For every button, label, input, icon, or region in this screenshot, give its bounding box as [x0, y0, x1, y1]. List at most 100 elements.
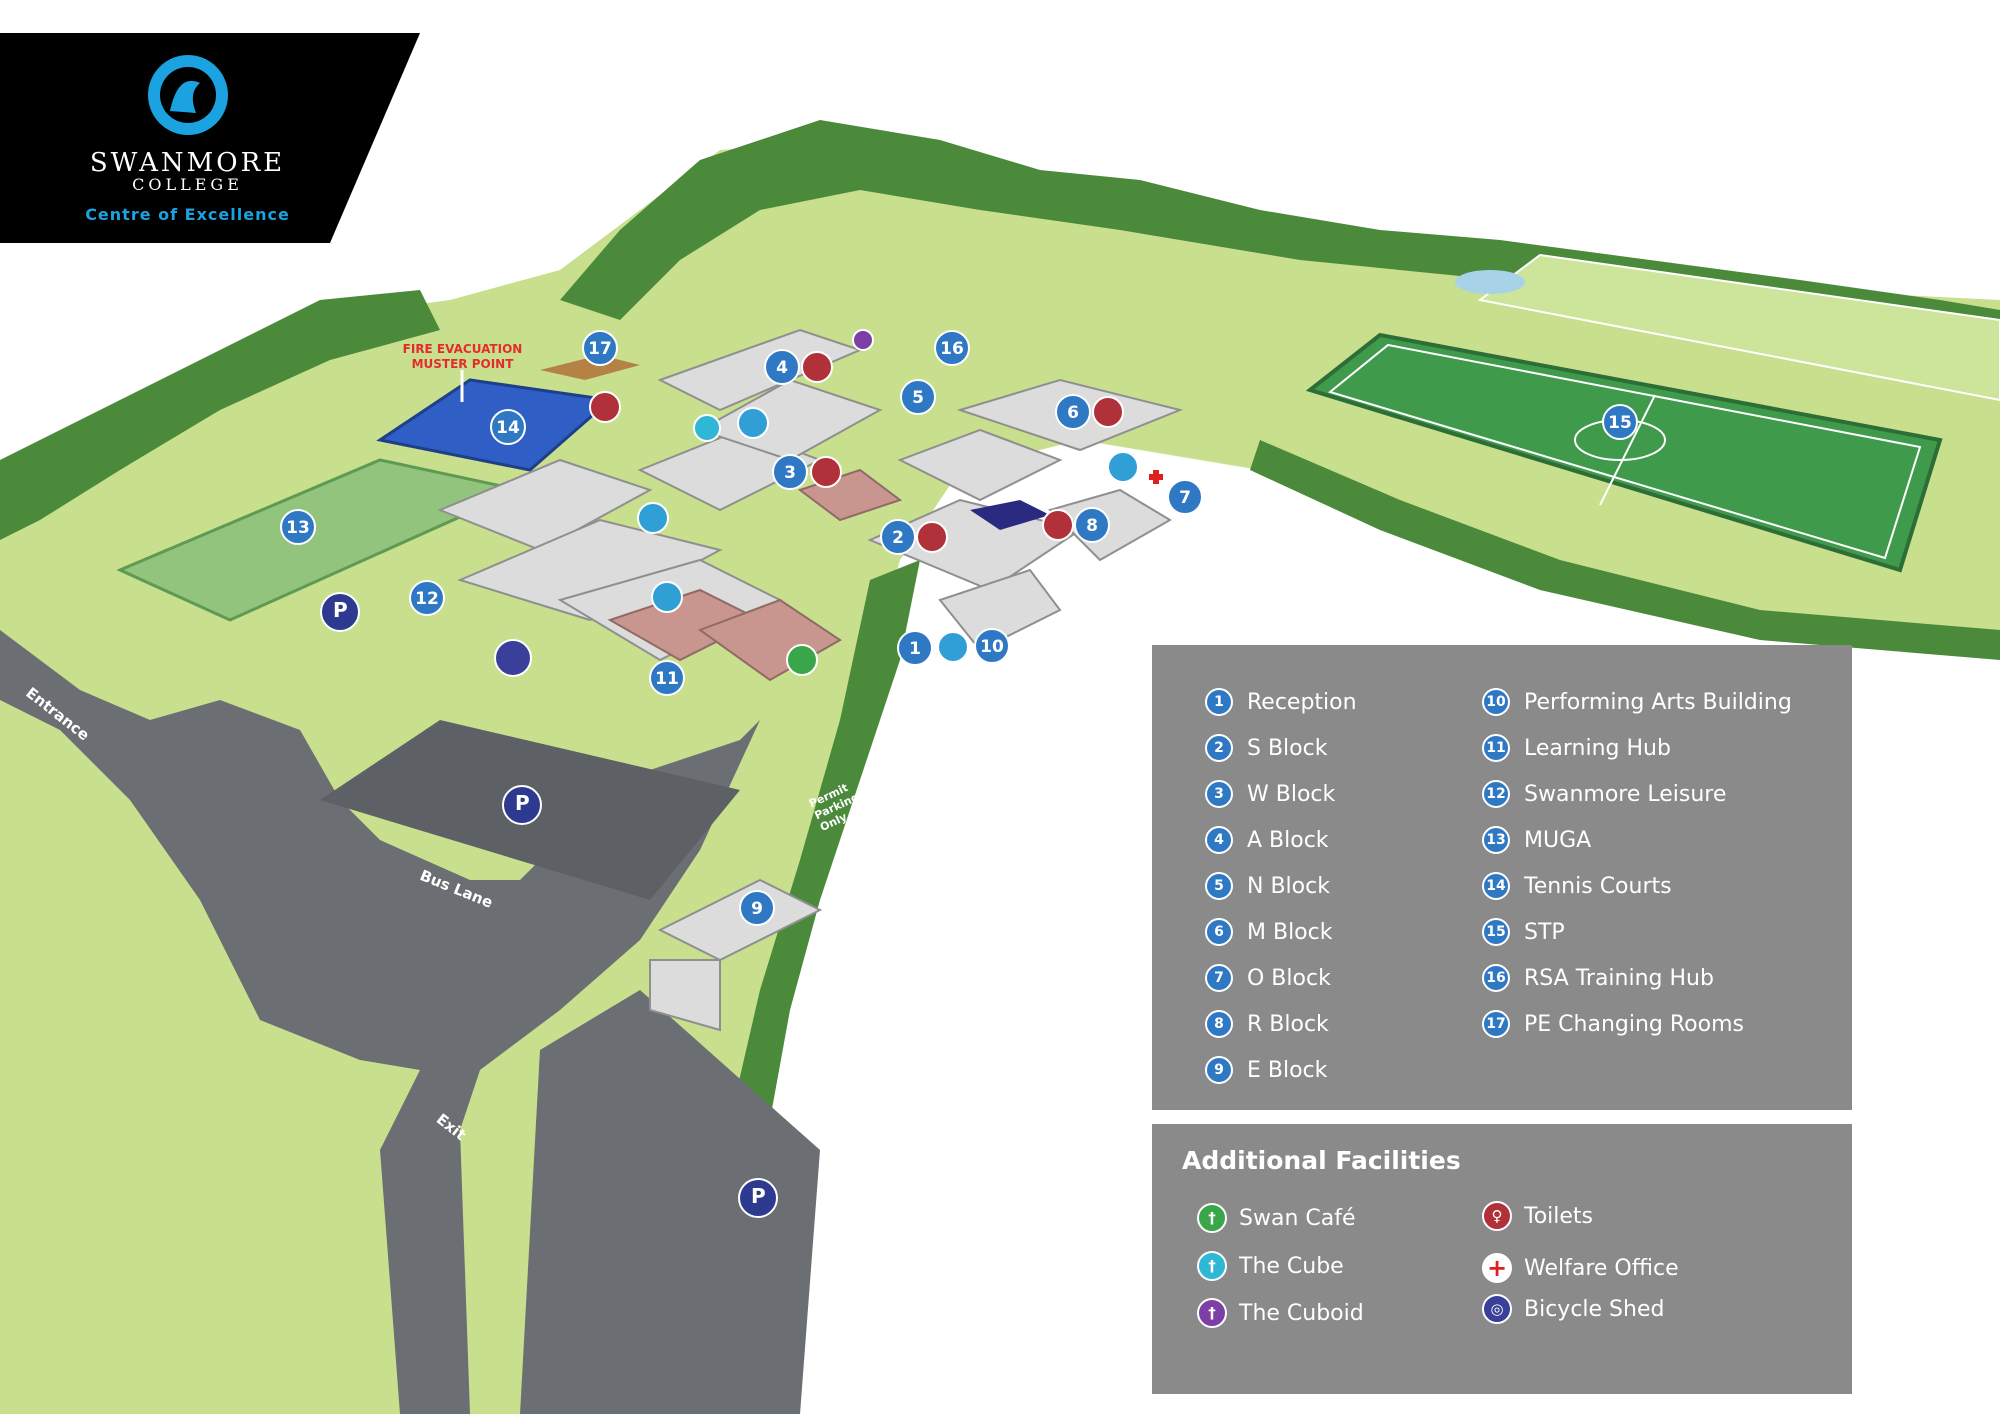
rugby-field — [1477, 253, 2000, 402]
legend-number-badge: 12 — [1482, 780, 1510, 808]
car-park-south — [520, 990, 820, 1414]
legend-number-badge: 9 — [1205, 1056, 1233, 1084]
map-badge-12: 12 — [409, 580, 445, 616]
legend-number-badge: 1 — [1205, 688, 1233, 716]
legend-number-badge: 3 — [1205, 780, 1233, 808]
facility-item: † The Cube — [1197, 1246, 1344, 1286]
fork-knife-icon — [852, 329, 874, 351]
toilets-icon — [1092, 396, 1124, 428]
parking-badges — [320, 592, 778, 1218]
legend-number-badge: 8 — [1205, 1010, 1233, 1038]
legend-item: 3 W Block — [1205, 774, 1335, 814]
pitch-lines — [1327, 343, 1922, 560]
legend-item: 4 A Block — [1205, 820, 1329, 860]
legend-label: Reception — [1247, 689, 1357, 715]
legend-label: A Block — [1247, 827, 1329, 853]
svg-text:3: 3 — [784, 463, 796, 483]
tree-belt-east — [1250, 440, 2000, 660]
parking-letter: P — [751, 1184, 766, 1208]
facility-label: The Cube — [1239, 1253, 1344, 1279]
facility-item: † Swan Café — [1197, 1198, 1356, 1238]
legend-label: MUGA — [1524, 827, 1592, 853]
svg-text:15: 15 — [1608, 413, 1632, 433]
map-badge-6: 6 — [1055, 394, 1091, 430]
legend-number-badge: 11 — [1482, 734, 1510, 762]
legend-number-badge: 13 — [1482, 826, 1510, 854]
college-subname: COLLEGE — [132, 175, 243, 194]
legend-item: 1 Reception — [1205, 682, 1357, 722]
svg-text:11: 11 — [655, 669, 679, 689]
facility-item: †The Cuboid — [1197, 1293, 1364, 1333]
svg-text:16: 16 — [940, 339, 964, 359]
legend-label: O Block — [1247, 965, 1331, 991]
facility-item: ♀Toilets — [1482, 1196, 1593, 1236]
legend-label: Tennis Courts — [1524, 873, 1672, 899]
legend-item: 13 MUGA — [1482, 820, 1591, 860]
legend-item: 10 Performing Arts Building — [1482, 682, 1792, 722]
svg-text:7: 7 — [1179, 488, 1191, 508]
red-cross-icon: + — [1482, 1253, 1512, 1283]
map-badge-9: 9 — [739, 890, 775, 926]
map-facility-icons — [494, 329, 1166, 677]
map-badge-3: 3 — [772, 454, 808, 490]
fork-knife-icon: † — [1197, 1251, 1227, 1281]
parking-icon — [320, 592, 360, 632]
bicycle-icon: ◎ — [1482, 1294, 1512, 1324]
legend-label: E Block — [1247, 1057, 1328, 1083]
svg-text:17: 17 — [588, 339, 612, 359]
fork-knife-icon — [786, 644, 818, 676]
svg-text:1: 1 — [909, 639, 921, 659]
legend-label: W Block — [1247, 781, 1336, 807]
facility-label: Welfare Office — [1524, 1255, 1679, 1281]
tree-belt-west — [0, 290, 440, 540]
svg-text:4: 4 — [776, 358, 788, 378]
legend-label: Performing Arts Building — [1524, 689, 1792, 715]
legend-label: N Block — [1247, 873, 1330, 899]
legend-number-badge: 4 — [1205, 826, 1233, 854]
svg-text:9: 9 — [751, 899, 763, 919]
parking-icon — [738, 1178, 778, 1218]
toilets-icon — [801, 351, 833, 383]
wheelchair-icon — [637, 502, 669, 534]
legend-number-badge: 10 — [1482, 688, 1510, 716]
legend-label: STP — [1524, 919, 1565, 945]
wheelchair-icon — [651, 581, 683, 613]
map-badge-5: 5 — [900, 379, 936, 415]
facility-label: Swan Café — [1239, 1205, 1356, 1231]
legend-item: 15 STP — [1482, 912, 1565, 952]
legend-label: RSA Training Hub — [1524, 965, 1714, 991]
facility-label: Toilets — [1524, 1203, 1594, 1229]
wheelchair-icon — [737, 407, 769, 439]
bicycle-icon — [494, 639, 532, 677]
legend-label: Swanmore Leisure — [1524, 781, 1727, 807]
legend-item: 9 E Block — [1205, 1050, 1327, 1090]
svg-text:6: 6 — [1067, 403, 1079, 423]
map-badges: 17 14 13 12 11 4 3 16 5 6 2 8 7 1 10 9 1… — [280, 330, 1638, 926]
map-badge-10: 10 — [974, 628, 1010, 664]
wheelchair-icon — [1107, 451, 1139, 483]
map-badge-13: 13 — [280, 509, 316, 545]
parking-icon — [502, 785, 542, 825]
wheelchair-icon — [937, 631, 969, 663]
legend-label: S Block — [1247, 735, 1328, 761]
legend-label: M Block — [1247, 919, 1333, 945]
parking-letter: P — [515, 791, 530, 815]
fork-knife-icon: † — [1197, 1203, 1227, 1233]
parking-letter: P — [333, 598, 348, 622]
college-name: SWANMORE — [89, 148, 286, 178]
svg-text:8: 8 — [1086, 516, 1098, 536]
facility-label: Bicycle Shed — [1524, 1296, 1665, 1322]
legend-number-badge: 2 — [1205, 734, 1233, 762]
facility-item: + Welfare Office — [1482, 1248, 1679, 1288]
fork-knife-icon: † — [1197, 1298, 1227, 1328]
legend-number-badge: 15 — [1482, 918, 1510, 946]
map-badge-1: 1 — [897, 630, 933, 666]
legend-number-badge: 5 — [1205, 872, 1233, 900]
map-badge-15: 15 — [1602, 404, 1638, 440]
map-badge-4: 4 — [764, 349, 800, 385]
